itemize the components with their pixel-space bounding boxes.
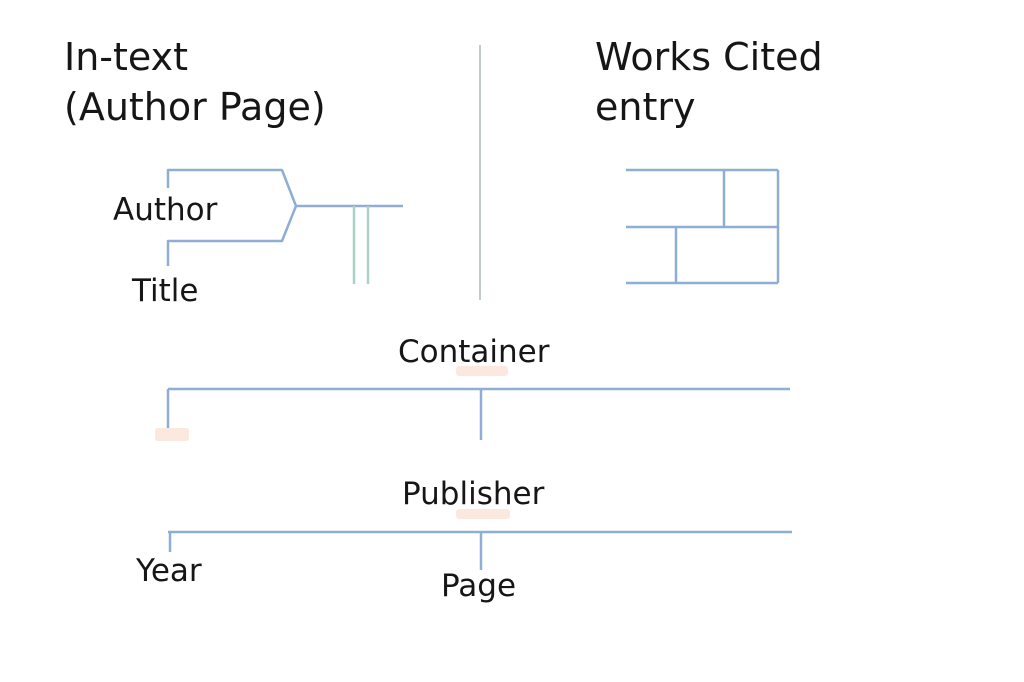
in-text-heading-line2: (Author Page)	[64, 85, 326, 129]
highlight-container	[456, 366, 508, 376]
label-title: Title	[132, 273, 199, 309]
works-cited-heading-line1: Works Cited	[595, 35, 823, 79]
in-text-heading-line1: In-text	[64, 35, 189, 79]
label-container: Container	[398, 334, 550, 370]
label-author: Author	[113, 192, 218, 228]
highlight-publisher	[456, 509, 510, 519]
label-year: Year	[136, 553, 202, 589]
label-publisher: Publisher	[402, 476, 545, 512]
label-page: Page	[441, 568, 517, 604]
highlight-left-tick	[155, 428, 189, 441]
works-cited-heading-line2: entry	[595, 85, 696, 129]
